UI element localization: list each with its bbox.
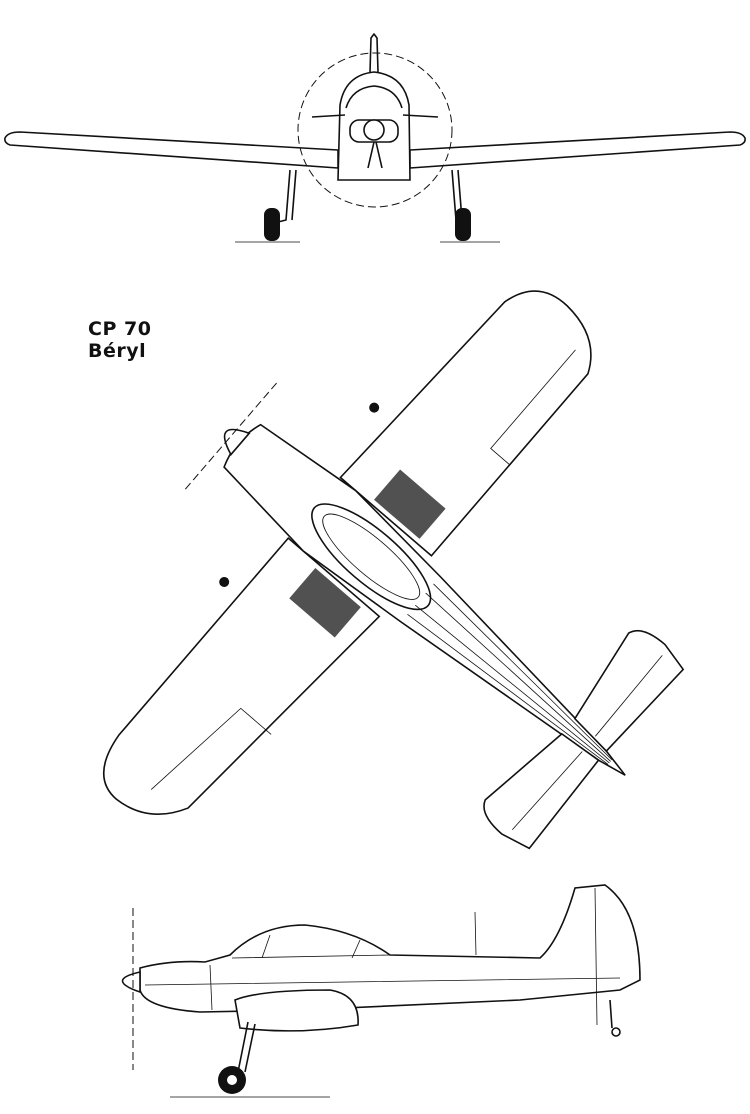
front-view	[4, 33, 746, 243]
aircraft-designation: CP 70	[88, 318, 152, 340]
aircraft-title: CP 70 Béryl	[88, 318, 151, 362]
side-view	[121, 884, 641, 1098]
aircraft-name: Béryl	[88, 340, 147, 362]
top-view	[102, 290, 685, 850]
